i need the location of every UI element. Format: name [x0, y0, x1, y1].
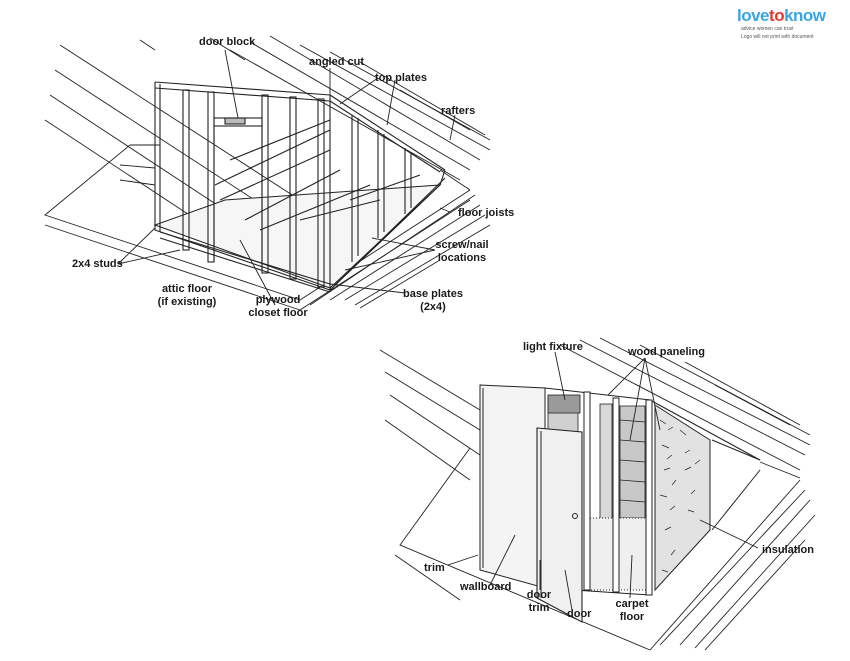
top-floor-joists [44, 144, 491, 311]
logo-tagline: advice women can trust [741, 26, 794, 32]
label-screw-nail-line2: locations [437, 252, 487, 264]
top-closet-frame [154, 81, 446, 293]
label-floor-joists: floor joists [458, 207, 515, 219]
label-insulation: insulation [762, 544, 814, 556]
bottom-door [536, 427, 583, 623]
label-screw-nail: screw/nail locations [432, 239, 492, 265]
top-plywood-floor [153, 184, 442, 289]
label-top-plates: top plates [375, 72, 427, 84]
label-attic-floor-line2: (if existing) [157, 296, 217, 308]
logo-text: lovetoknow [737, 6, 826, 25]
top-leaders [117, 49, 456, 306]
label-trim: trim [424, 562, 445, 574]
bottom-floor [394, 447, 816, 651]
label-door-trim-line1: door [526, 589, 552, 601]
label-attic-floor: attic floor (if existing) [154, 283, 220, 309]
label-plywood-line1: plywood [255, 294, 301, 306]
bottom-wallboard [479, 384, 546, 589]
bottom-attic-structure [379, 337, 816, 651]
label-2x4-studs: 2x4 studs [72, 258, 123, 270]
label-light-fixture: light fixture [523, 341, 583, 353]
label-door-block: door block [199, 36, 256, 48]
label-base-plates-line1: base plates [403, 288, 463, 300]
bottom-insulation-texture [659, 419, 701, 573]
label-wood-paneling: wood paneling [628, 346, 705, 358]
label-carpet-floor-line2: floor [619, 611, 645, 623]
label-attic-floor-line1: attic floor [161, 283, 213, 295]
label-carpet-floor: carpet floor [612, 598, 652, 624]
top-attic-structure [44, 35, 491, 311]
label-angled-cut: angled cut [309, 56, 365, 68]
top-rafters [44, 35, 491, 223]
label-plywood: plywood closet floor [244, 294, 312, 320]
bottom-rafters [379, 337, 811, 481]
door-knob [572, 513, 578, 519]
label-door: door [567, 608, 592, 620]
label-door-trim: door trim [524, 589, 554, 615]
bottom-leaders [447, 351, 759, 611]
label-door-trim-line2: trim [528, 602, 550, 614]
logo-note: Logo will not print with document [741, 34, 814, 40]
logo-wordmark: lovetoknow [737, 6, 826, 26]
brand-logo: lovetoknow advice women can trust Logo w… [737, 6, 845, 46]
label-wallboard: wallboard [460, 581, 512, 593]
label-carpet-floor-line1: carpet [615, 598, 649, 610]
label-base-plates-line2: (2x4) [420, 301, 446, 313]
label-plywood-line2: closet floor [248, 307, 308, 319]
label-rafters: rafters [441, 105, 476, 117]
label-screw-nail-line1: screw/nail [435, 239, 489, 251]
label-base-plates: base plates (2x4) [398, 288, 468, 314]
bottom-insulation [654, 404, 711, 592]
